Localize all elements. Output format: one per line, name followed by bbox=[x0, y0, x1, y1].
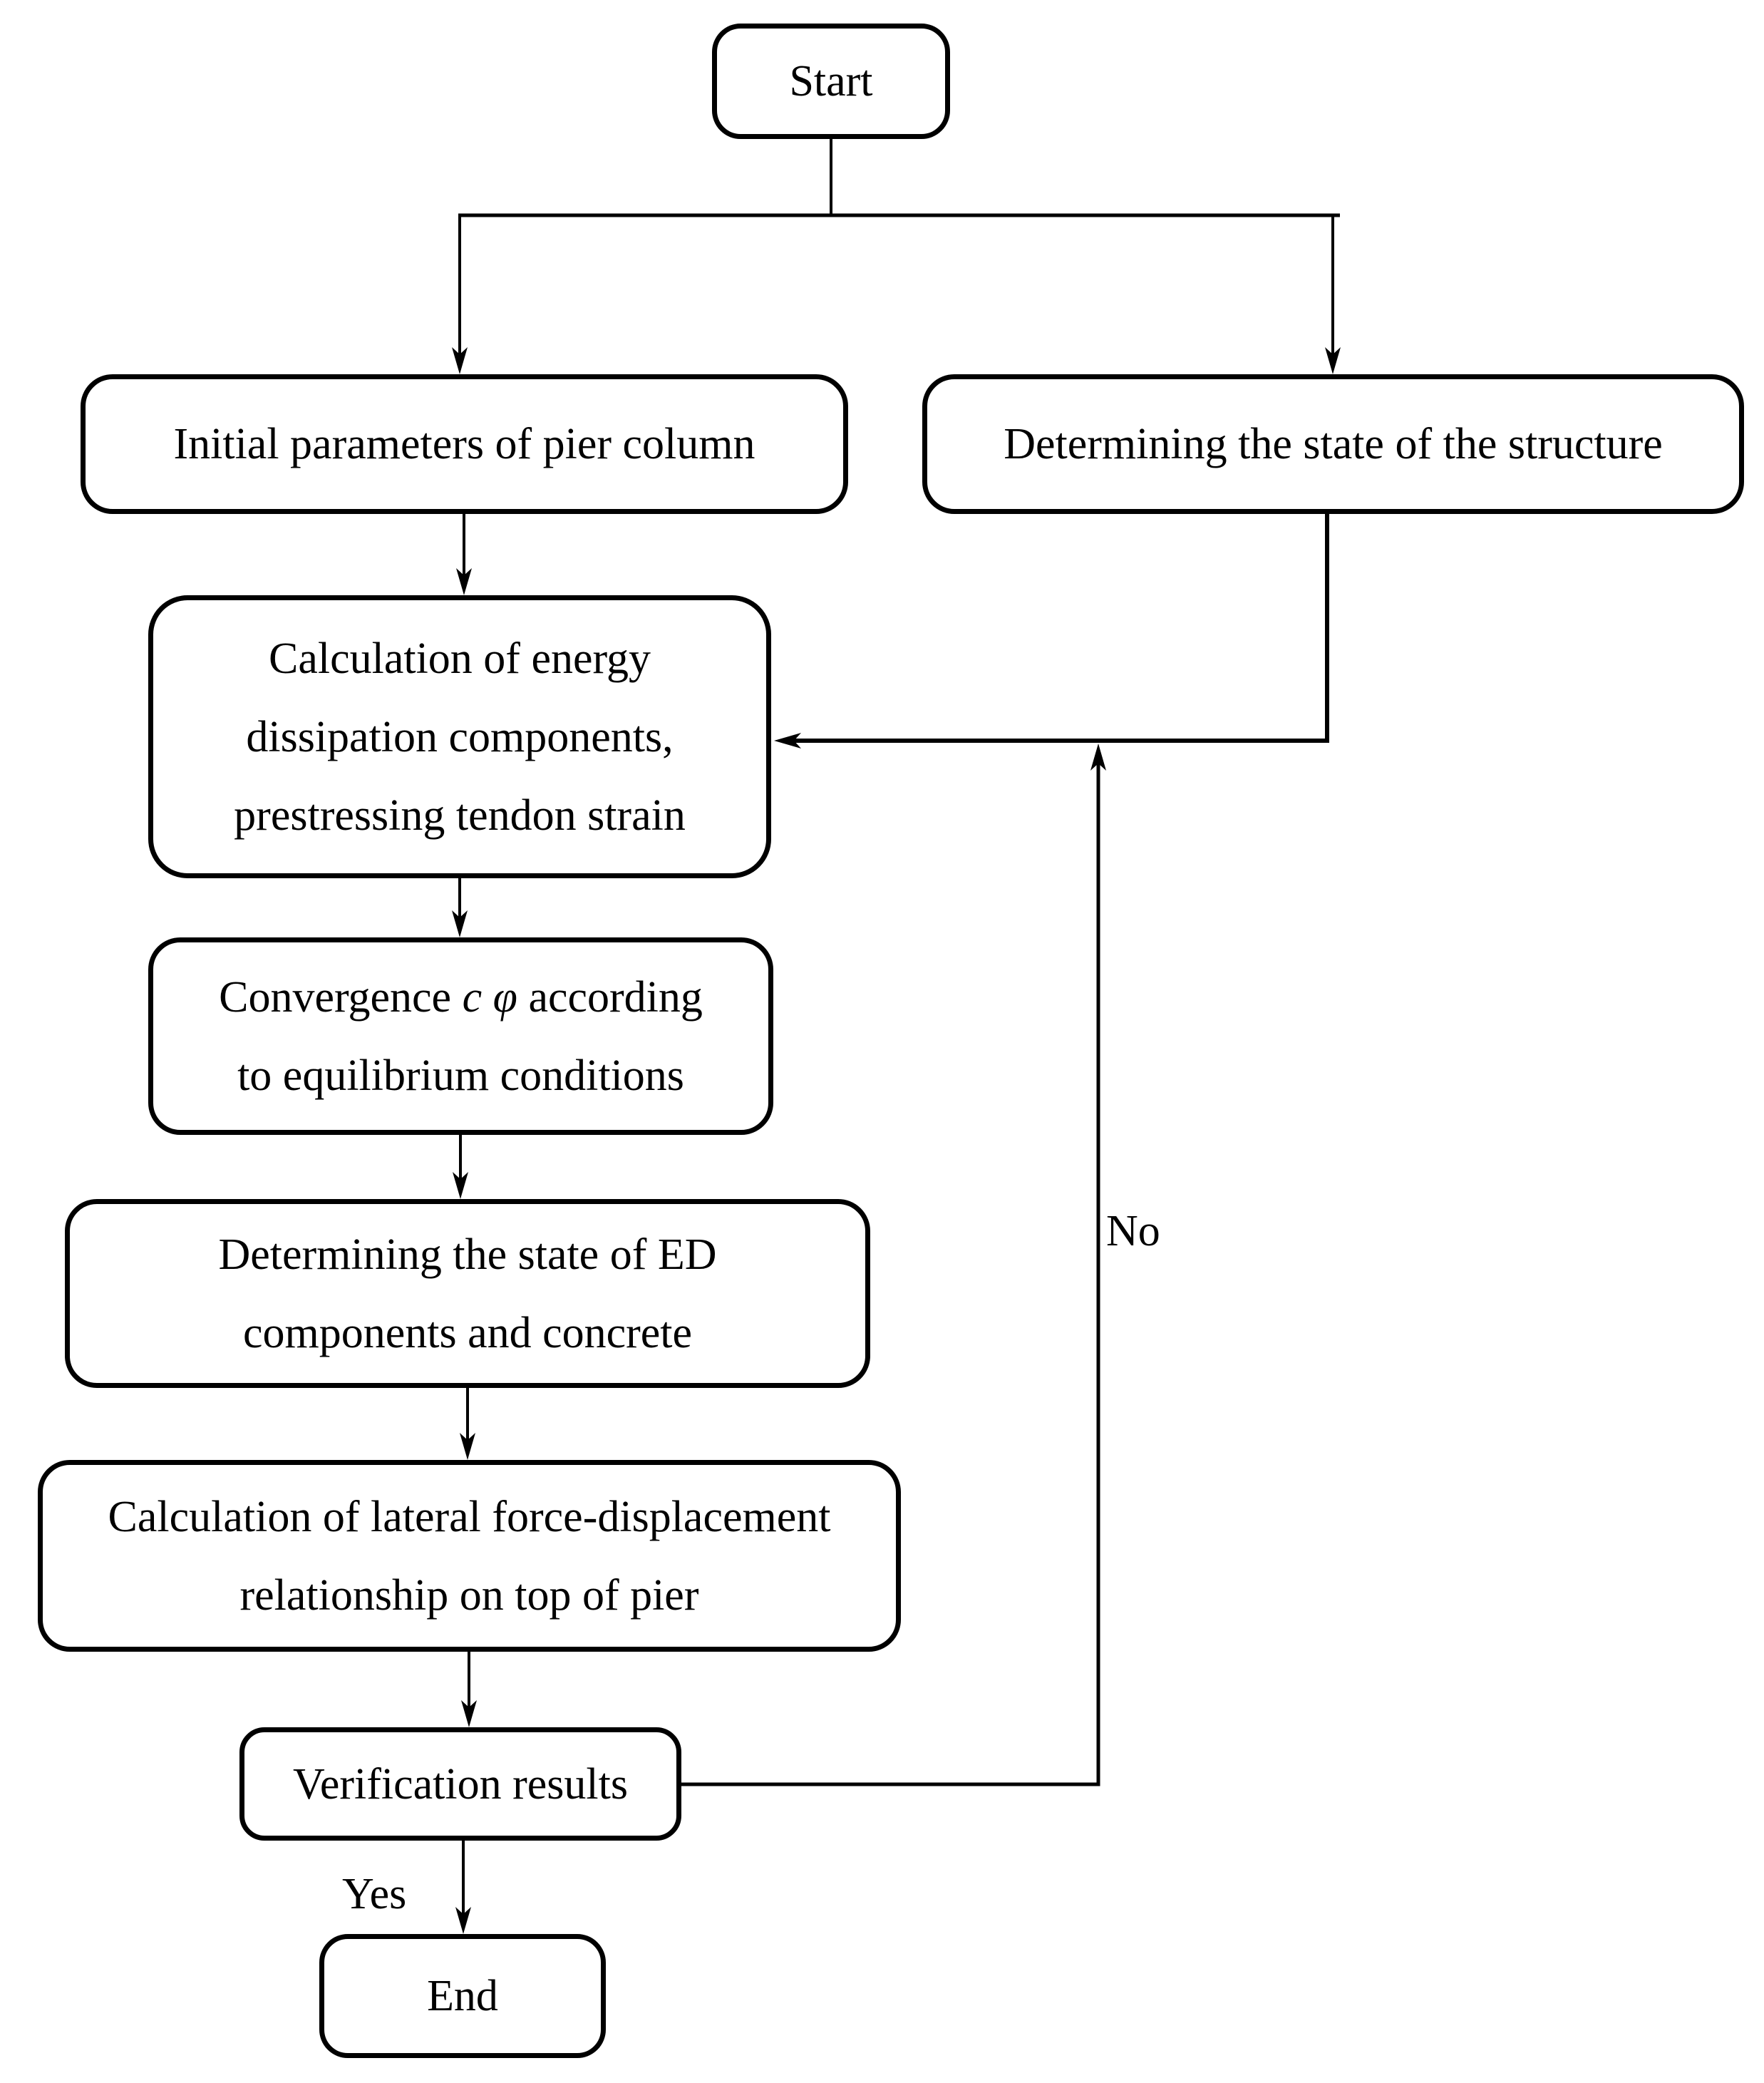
node-verification-label: Verification results bbox=[292, 1759, 629, 1809]
arrowhead-into-calc-right bbox=[774, 733, 801, 749]
edge-label-no: No bbox=[1106, 1207, 1160, 1255]
node-determine-structure-label: Determining the state of the structure bbox=[1004, 420, 1663, 468]
node-convergence-line2: to equilibrium conditions bbox=[237, 1051, 684, 1100]
node-convergence: Convergence c φ according to equilibrium… bbox=[148, 937, 773, 1135]
symbol-c: c bbox=[462, 972, 483, 1022]
node-start-label: Start bbox=[789, 57, 873, 106]
node-verification: Verification results bbox=[239, 1727, 681, 1841]
node-initial-parameters: Initial parameters of pier column bbox=[81, 374, 848, 514]
node-ed-state: Determining the state of ED components a… bbox=[65, 1199, 870, 1388]
convergence-prefix: Convergence bbox=[219, 972, 452, 1022]
arrowhead-into-initial bbox=[452, 347, 468, 374]
arrowhead-into-lateral bbox=[460, 1433, 475, 1460]
arrowhead-into-end bbox=[455, 1907, 471, 1934]
arrowhead-into-calc-top bbox=[456, 568, 472, 595]
node-initial-parameters-label: Initial parameters of pier column bbox=[173, 420, 755, 468]
node-end-label: End bbox=[427, 1972, 498, 2020]
symbol-phi: φ bbox=[492, 972, 517, 1022]
arrowhead-into-convergence bbox=[452, 910, 468, 937]
node-convergence-line1: Convergence c φ according bbox=[219, 958, 703, 1037]
node-lateral-calculation-line1: Calculation of lateral force-displacemen… bbox=[108, 1492, 831, 1541]
node-lateral-calculation: Calculation of lateral force-displacemen… bbox=[38, 1460, 901, 1652]
node-calculation-energy-line3: prestressing tendon strain bbox=[234, 791, 686, 840]
node-calculation-energy: Calculation of energy dissipation compon… bbox=[148, 595, 771, 878]
edge-structure-to-calc bbox=[791, 512, 1329, 743]
node-start: Start bbox=[712, 24, 950, 139]
edge-label-yes: Yes bbox=[342, 1870, 407, 1918]
arrowhead-into-structure bbox=[1325, 347, 1341, 374]
convergence-suffix: according bbox=[528, 972, 703, 1022]
node-calculation-energy-line1: Calculation of energy bbox=[268, 634, 651, 683]
arrowhead-into-verification bbox=[461, 1700, 477, 1727]
node-lateral-calculation-line2: relationship on top of pier bbox=[239, 1570, 699, 1620]
arrowhead-feedback-up bbox=[1090, 744, 1106, 771]
node-calculation-energy-line2: dissipation components, bbox=[246, 712, 674, 761]
arrowhead-into-ed bbox=[453, 1172, 468, 1199]
node-ed-state-line2: components and concrete bbox=[242, 1308, 693, 1357]
node-end: End bbox=[319, 1934, 606, 2058]
node-ed-state-line1: Determining the state of ED bbox=[218, 1230, 717, 1279]
edge-no-feedback bbox=[681, 760, 1100, 1786]
node-determine-structure: Determining the state of the structure bbox=[922, 374, 1744, 514]
